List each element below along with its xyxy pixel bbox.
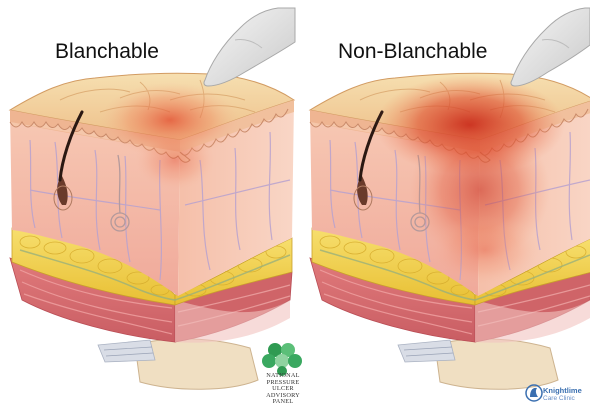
- knightlime-subtitle: Care Clinic: [543, 395, 575, 402]
- npuap-line-5: PANEL: [257, 399, 309, 406]
- blanchable-skin-block: [10, 73, 294, 389]
- gloved-finger-right-icon: [511, 8, 590, 86]
- gloved-finger-left-icon: [204, 8, 295, 86]
- non-blanchable-skin-block: [310, 73, 590, 389]
- npuap-logo-text: NATIONAL PRESSURE ULCER ADVISORY PANEL: [257, 373, 309, 406]
- knightlime-name: Knightlime: [543, 386, 582, 395]
